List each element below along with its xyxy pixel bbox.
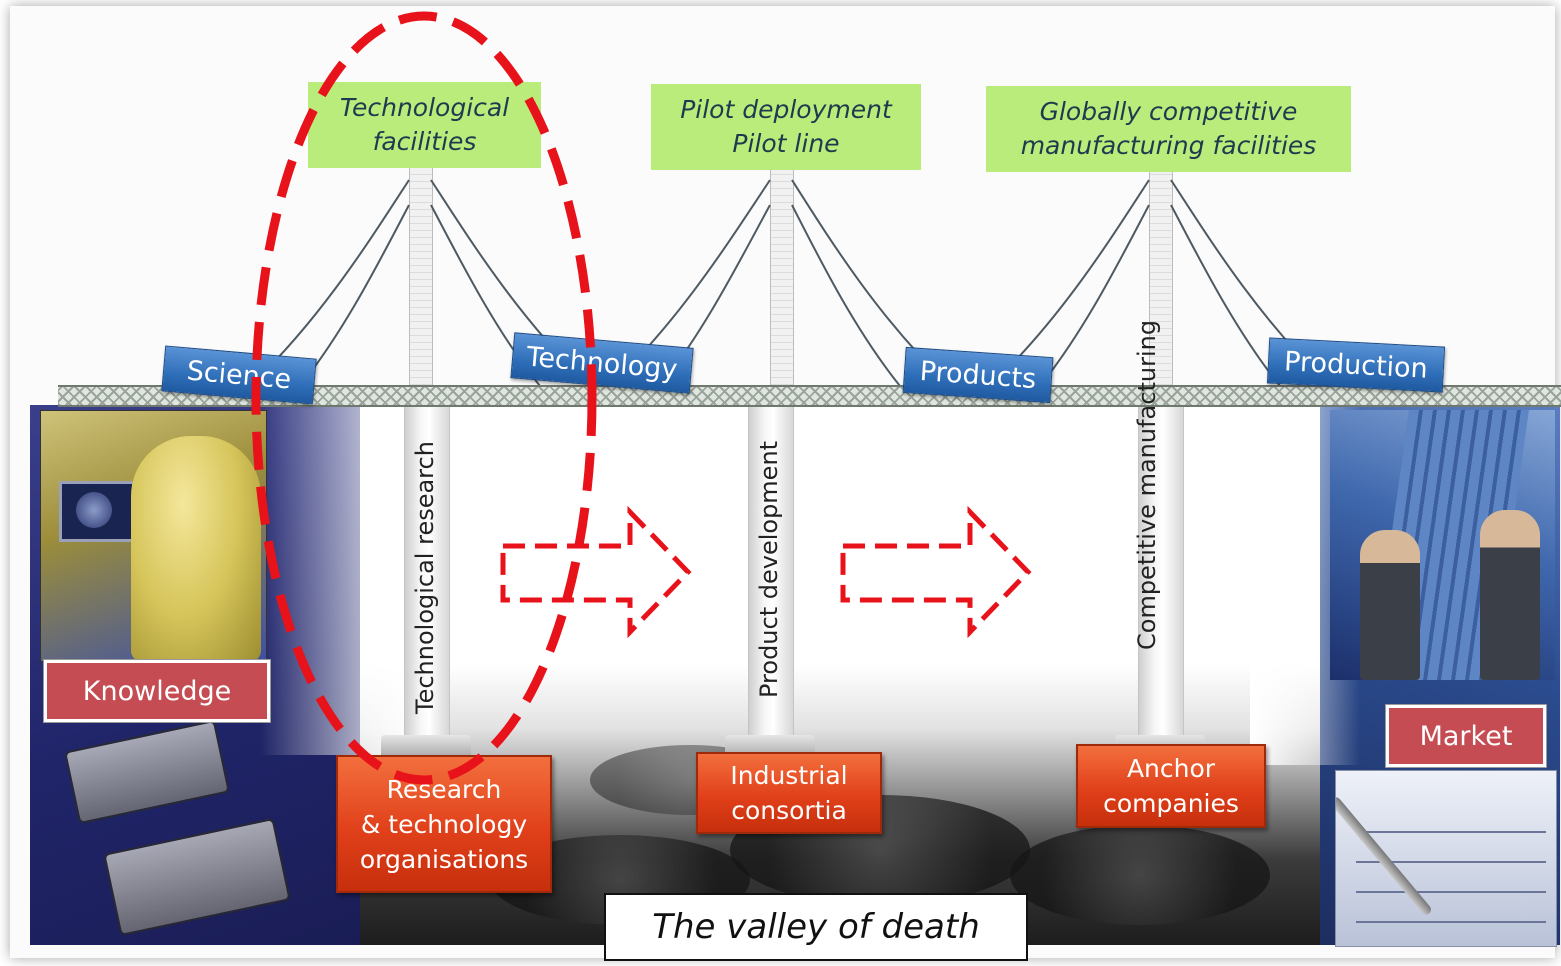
pillar-label-text: Technological research [411,441,439,714]
cleanroom-worker-image [131,436,261,661]
valley-rock [1010,825,1270,925]
pillar-development [748,405,794,750]
business-photo [1330,410,1555,680]
pillar-label-text: Product development [755,440,783,698]
cable [1170,204,1281,387]
businessman-image [1480,510,1540,680]
sign-production: Production [1266,337,1446,393]
cleanroom-photo [40,410,267,662]
facility-manufacturing: Globally competitive manufacturing facil… [986,86,1351,172]
cable [791,204,901,387]
label-knowledge: Knowledge [44,660,270,722]
actor-line: Anchor [1126,754,1216,783]
businesswoman-image [1360,530,1420,680]
chart-line [1356,891,1546,893]
actor-line: Industrial [730,761,848,790]
facility-line: facilities [372,127,477,156]
pillar-label-research: Technological research [410,440,440,715]
actor-line: Research [386,774,502,804]
actor-rto: Research & technology organisations [336,755,552,893]
facility-line: Technological [339,93,510,122]
pillar-label-text: Competitive [1133,504,1161,650]
facility-line: Pilot deployment [680,95,892,124]
pillar-label-text: manufacturing [1133,319,1161,497]
valley-caption: The valley of death [604,893,1028,961]
facility-line: manufacturing facilities [1020,131,1317,160]
chart-line [1356,921,1546,923]
actor-line: & technology [360,809,528,839]
finance-photo [1335,770,1557,947]
actor-consortia: Industrial consortia [696,752,882,834]
actor-line: consortia [731,796,847,825]
facility-technological: Technological facilities [308,82,541,168]
actor-line: organisations [359,844,529,874]
facility-pilot: Pilot deployment Pilot line [651,84,921,170]
label-market: Market [1386,705,1546,767]
bridge-tower [770,168,794,388]
actor-anchor: Anchor companies [1076,744,1266,828]
chart-line [1356,831,1546,833]
actor-line: companies [1103,789,1239,818]
bridge-tower [1149,168,1173,388]
pillar-label-manufacturing: Competitive manufacturing [1132,320,1196,650]
pillar-manufacturing [1138,405,1184,750]
pillar-label-development: Product development [754,440,784,698]
chart-line [1356,861,1546,863]
cable [1039,204,1150,387]
facility-line: Pilot line [732,129,840,158]
facility-line: Globally competitive [1039,97,1298,126]
